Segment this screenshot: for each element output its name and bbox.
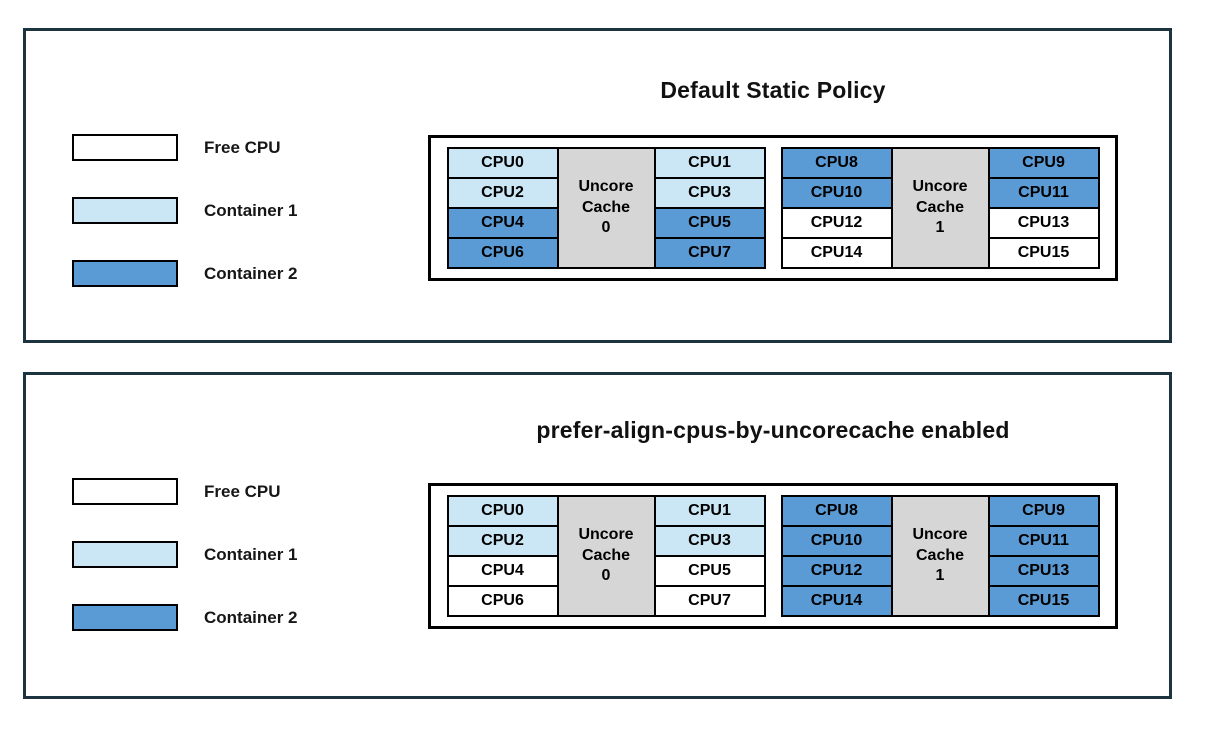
uncore-cache-1-group: CPU8 Uncore Cache 1 CPU9 CPU10 CPU11 CPU… — [780, 147, 1100, 269]
cpu13-cell: CPU13 — [987, 555, 1100, 587]
cpu-topology-diagram: CPU0 Uncore Cache 0 CPU1 CPU2 CPU3 CPU4 … — [428, 483, 1118, 629]
panel-title: prefer-align-cpus-by-uncorecache enabled — [536, 417, 1010, 443]
cache-label-line: 0 — [601, 219, 611, 237]
cpu5-cell: CPU5 — [653, 207, 766, 239]
cpu7-cell: CPU7 — [653, 585, 766, 617]
cpu13-cell: CPU13 — [987, 207, 1100, 239]
cpu2-cell: CPU2 — [446, 177, 559, 209]
legend-row-container-2: Container 2 — [72, 604, 298, 631]
cpu9-cell: CPU9 — [987, 147, 1100, 179]
uncore-cache-0: Uncore Cache 0 — [556, 147, 656, 269]
legend-swatch-free-cpu — [72, 134, 178, 161]
uncore-cache-1: Uncore Cache 1 — [890, 147, 990, 269]
legend-swatch-container-1 — [72, 541, 178, 568]
cache-label-line: 1 — [935, 219, 945, 237]
cpu14-cell: CPU14 — [780, 237, 893, 269]
cache-label-line: Uncore — [578, 525, 634, 543]
legend-swatch-free-cpu — [72, 478, 178, 505]
uncore-cache-0: Uncore Cache 0 — [556, 495, 656, 617]
cpu1-cell: CPU1 — [653, 495, 766, 527]
legend-label-container-1: Container 1 — [204, 544, 298, 564]
cpu2-cell: CPU2 — [446, 525, 559, 557]
panel-prefer-align-uncorecache: prefer-align-cpus-by-uncorecache enabled… — [23, 372, 1172, 699]
cpu15-cell: CPU15 — [987, 237, 1100, 269]
legend-label-container-2: Container 2 — [204, 263, 298, 283]
cache-label-line: 0 — [601, 567, 611, 585]
cpu3-cell: CPU3 — [653, 177, 766, 209]
cpu-topology-diagram: CPU0 Uncore Cache 0 CPU1 CPU2 CPU3 CPU4 … — [428, 135, 1118, 281]
legend-label-container-1: Container 1 — [204, 200, 298, 220]
cache-label-line: Uncore — [912, 177, 968, 195]
uncore-cache-1: Uncore Cache 1 — [890, 495, 990, 617]
cache-label-line: Cache — [915, 198, 965, 216]
cpu15-cell: CPU15 — [987, 585, 1100, 617]
cpu11-cell: CPU11 — [987, 177, 1100, 209]
legend-swatch-container-2 — [72, 260, 178, 287]
cpu12-cell: CPU12 — [780, 555, 893, 587]
cpu4-cell: CPU4 — [446, 207, 559, 239]
legend-swatch-container-2 — [72, 604, 178, 631]
cpu10-cell: CPU10 — [780, 525, 893, 557]
legend: Free CPU Container 1 Container 2 — [72, 478, 298, 667]
cache-label-line: Cache — [915, 546, 965, 564]
panel-title: Default Static Policy — [660, 77, 886, 103]
legend-row-container-1: Container 1 — [72, 197, 298, 224]
cpu14-cell: CPU14 — [780, 585, 893, 617]
cache-label-line: Uncore — [578, 177, 634, 195]
cpu10-cell: CPU10 — [780, 177, 893, 209]
cpu0-cell: CPU0 — [446, 495, 559, 527]
uncore-cache-0-group: CPU0 Uncore Cache 0 CPU1 CPU2 CPU3 CPU4 … — [446, 147, 766, 269]
cpu1-cell: CPU1 — [653, 147, 766, 179]
panel-default-static-policy: Default Static Policy Free CPU Container… — [23, 28, 1172, 343]
legend-row-container-2: Container 2 — [72, 260, 298, 287]
legend-row-free-cpu: Free CPU — [72, 134, 298, 161]
legend-label-free-cpu: Free CPU — [204, 481, 281, 501]
uncore-cache-1-group: CPU8 Uncore Cache 1 CPU9 CPU10 CPU11 CPU… — [780, 495, 1100, 617]
cache-label-line: Uncore — [912, 525, 968, 543]
cpu3-cell: CPU3 — [653, 525, 766, 557]
legend: Free CPU Container 1 Container 2 — [72, 134, 298, 323]
cpu11-cell: CPU11 — [987, 525, 1100, 557]
uncore-cache-0-group: CPU0 Uncore Cache 0 CPU1 CPU2 CPU3 CPU4 … — [446, 495, 766, 617]
legend-label-free-cpu: Free CPU — [204, 137, 281, 157]
cpu12-cell: CPU12 — [780, 207, 893, 239]
cpu5-cell: CPU5 — [653, 555, 766, 587]
legend-row-free-cpu: Free CPU — [72, 478, 298, 505]
cpu7-cell: CPU7 — [653, 237, 766, 269]
cpu9-cell: CPU9 — [987, 495, 1100, 527]
cache-label-line: 1 — [935, 567, 945, 585]
legend-row-container-1: Container 1 — [72, 541, 298, 568]
cpu6-cell: CPU6 — [446, 585, 559, 617]
cache-label-line: Cache — [581, 198, 631, 216]
cpu0-cell: CPU0 — [446, 147, 559, 179]
cpu6-cell: CPU6 — [446, 237, 559, 269]
legend-swatch-container-1 — [72, 197, 178, 224]
cpu8-cell: CPU8 — [780, 495, 893, 527]
legend-label-container-2: Container 2 — [204, 607, 298, 627]
cpu4-cell: CPU4 — [446, 555, 559, 587]
cpu8-cell: CPU8 — [780, 147, 893, 179]
cache-label-line: Cache — [581, 546, 631, 564]
